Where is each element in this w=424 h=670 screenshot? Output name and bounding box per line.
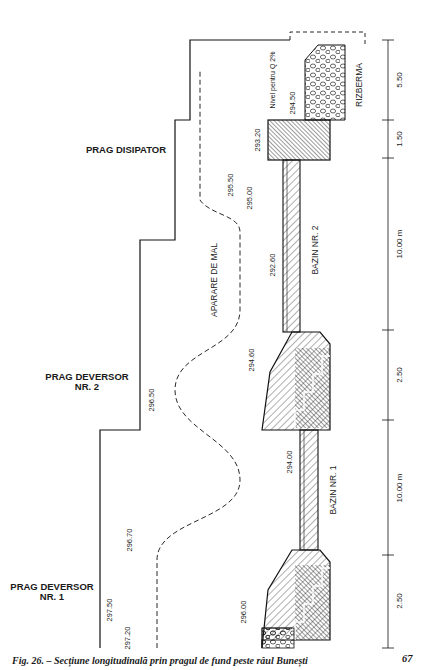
elevation: 297.50 [106,599,114,622]
elevation: 295.50 [227,174,235,197]
riprap-berm [305,45,345,120]
water-level-line [290,32,365,45]
basin-floor-1 [300,430,318,550]
elevation: 296.70 [126,529,134,552]
bank-protection-line [157,70,240,648]
dimension-line [382,40,394,648]
elevation: 296.50 [148,389,156,412]
part-name: APARARE DE MAL [210,243,219,317]
part-name: BAZIN NR. 2 [311,225,320,274]
part-name: PRAG DEVERSOR NR. 1 [6,582,98,603]
elevation: 294.50 [289,92,297,115]
part-name: PRAG DEVERSOR NR. 2 [38,372,136,393]
weir-sill-2 [262,332,330,430]
dimension: 1.50 [396,131,405,147]
dimension: 2.50 [396,367,405,383]
elevation: 295.00 [246,187,254,210]
elevation: 294.00 [286,451,294,474]
basin-floor-2 [283,160,300,332]
level-note: Nivel pentru Q 2% [269,52,277,109]
figure-caption: Fig. 26. – Secțiune longitudinală prin p… [12,655,308,666]
dissipator-sill [268,120,330,160]
page-number: 67 [402,653,413,665]
part-name: RIZBERMA [355,63,364,107]
dimension: 5.50 [396,72,405,88]
dimension: 10.00 m [396,474,405,503]
elevation: 294.60 [248,349,256,372]
part-name: BAZIN NR. 1 [329,465,338,514]
dimension: 2.50 [396,593,405,609]
dimension: 10.00 m [396,230,405,259]
elevation: 296.00 [240,601,248,624]
elevation: 293.20 [254,129,262,152]
weir-sill-1 [262,550,330,648]
bank-line [100,40,290,648]
part-name: PRAG DISIPATOR [78,145,174,155]
elevation: 292.60 [269,254,277,277]
elevation: 297.20 [124,627,132,650]
